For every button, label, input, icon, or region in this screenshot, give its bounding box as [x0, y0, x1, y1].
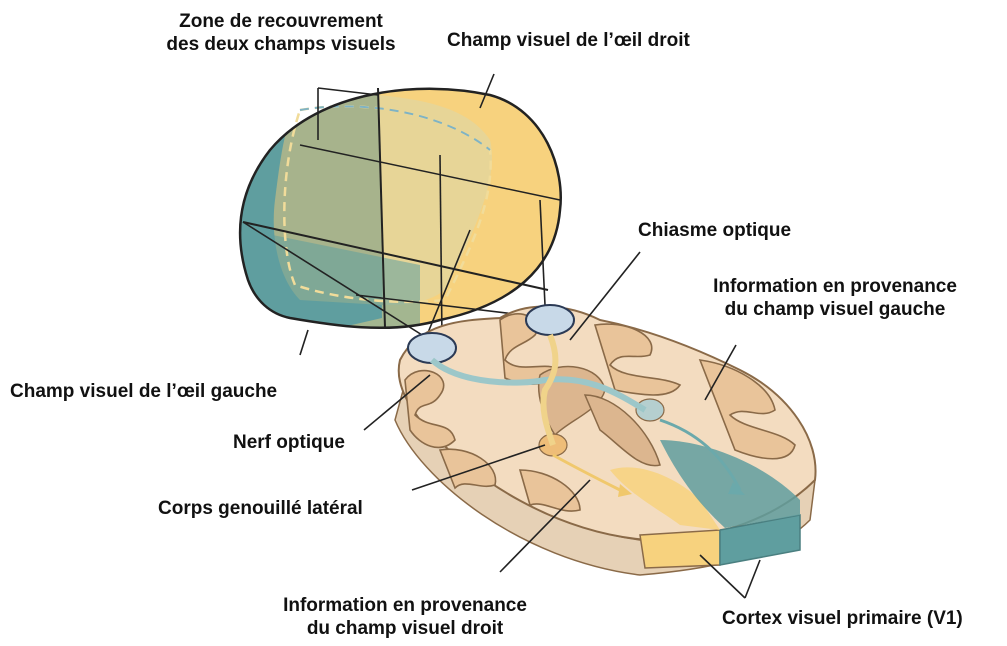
label-left-info-line1: Information en provenance — [690, 275, 980, 298]
right-eye — [526, 305, 574, 335]
label-left-field-info: Information en provenance du champ visue… — [690, 275, 980, 321]
label-right-info-line2: du champ visuel droit — [250, 617, 560, 640]
label-overlap-zone: Zone de recouvrement des deux champs vis… — [146, 10, 416, 56]
label-optic-nerve: Nerf optique — [233, 431, 345, 454]
label-optic-chiasm: Chiasme optique — [638, 219, 791, 242]
label-left-info-line2: du champ visuel gauche — [690, 298, 980, 321]
leader-left-eye-field — [300, 330, 308, 355]
leader-overlap-right — [318, 88, 378, 95]
brain-section — [395, 305, 816, 575]
label-right-info-line1: Information en provenance — [250, 594, 560, 617]
leader-v1-teal — [745, 560, 760, 598]
label-left-eye-field: Champ visuel de l’œil gauche — [10, 380, 277, 403]
left-eye — [408, 333, 456, 363]
label-lgn: Corps genouillé latéral — [158, 497, 363, 520]
label-right-field-info: Information en provenance du champ visue… — [250, 594, 560, 640]
label-overlap-line1: Zone de recouvrement — [146, 10, 416, 33]
label-v1: Cortex visuel primaire (V1) — [722, 607, 963, 630]
label-right-eye-field: Champ visuel de l’œil droit — [447, 29, 690, 52]
label-overlap-line2: des deux champs visuels — [146, 33, 416, 56]
